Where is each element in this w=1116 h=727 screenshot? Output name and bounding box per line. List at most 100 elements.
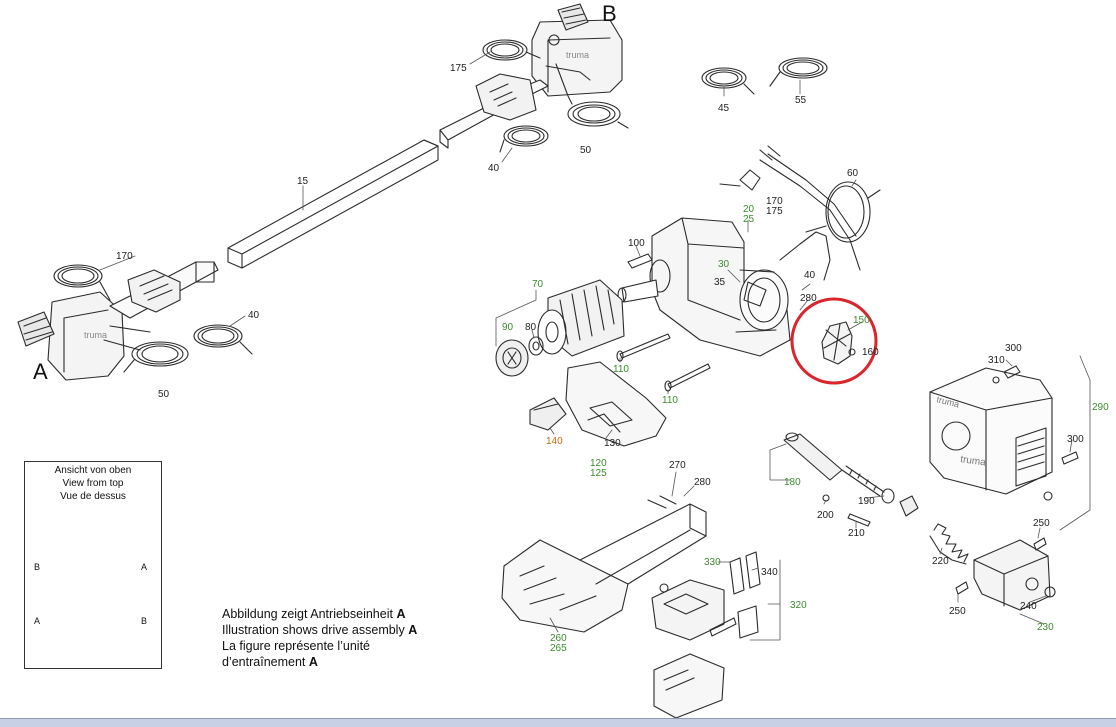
inset-label-a-left: A xyxy=(34,616,41,626)
spring-60 xyxy=(805,181,881,243)
inset-label-b-right: B xyxy=(141,616,148,626)
label-drive-a: A xyxy=(33,359,48,384)
gear-150 xyxy=(821,321,856,365)
nut-195 xyxy=(899,495,919,517)
part-110-b: 110 xyxy=(662,395,678,406)
caption-fr-2: d’entraînement A xyxy=(222,655,318,669)
part-270: 270 xyxy=(669,460,686,471)
part-240: 240 xyxy=(1020,601,1037,612)
inset-label-a-right: A xyxy=(141,562,148,572)
screws-300-310 xyxy=(992,365,1079,501)
cable-coil-55 xyxy=(769,57,828,87)
part-90: 90 xyxy=(502,322,514,333)
part-250-bottom: 250 xyxy=(949,606,966,617)
leader-lines xyxy=(99,51,1091,641)
part-230: 230 xyxy=(1037,622,1054,633)
part-180: 180 xyxy=(784,477,801,488)
wire-harness-170-175 xyxy=(719,145,861,281)
part-70: 70 xyxy=(532,279,544,290)
highlight-circle xyxy=(790,297,878,385)
spring-220 xyxy=(929,523,969,565)
inset-top-view: Ansicht von oben View from top Vue de de… xyxy=(24,461,162,669)
roller-70 xyxy=(537,279,625,357)
svg-text:truma: truma xyxy=(960,454,987,469)
bracket-lower xyxy=(653,653,725,719)
pin-200 xyxy=(822,494,830,502)
part-45: 45 xyxy=(718,103,730,114)
part-210: 210 xyxy=(848,528,865,539)
part-25: 25 xyxy=(743,214,755,225)
part-160: 160 xyxy=(862,347,879,358)
window-bottom-edge xyxy=(0,718,1116,727)
cable-coil-40-left xyxy=(193,324,253,355)
clip-100 xyxy=(627,253,653,269)
part-80: 80 xyxy=(525,322,537,333)
part-310: 310 xyxy=(988,355,1005,366)
motor-30 xyxy=(735,269,789,333)
washer-80 xyxy=(528,336,544,356)
inset-title-en: View from top xyxy=(62,478,124,489)
part-150: 150 xyxy=(853,315,870,326)
cover-cap-90 xyxy=(495,339,529,377)
part-100: 100 xyxy=(628,238,645,249)
part-220: 220 xyxy=(932,556,949,567)
part-170-left: 170 xyxy=(116,251,133,262)
part-110-a: 110 xyxy=(613,364,629,375)
clamp-320 xyxy=(651,551,761,641)
part-60: 60 xyxy=(847,168,859,179)
caption-de: Abbildung zeigt Antriebseinheit A xyxy=(222,607,406,621)
part-50-left: 50 xyxy=(158,389,170,400)
screws-250-240 xyxy=(955,537,1056,598)
part-40-top: 40 xyxy=(488,163,500,174)
part-300-right: 300 xyxy=(1067,434,1084,445)
inset-label-b-left: B xyxy=(34,562,41,572)
bracket-120 xyxy=(565,361,667,447)
part-40-right: 40 xyxy=(804,270,816,281)
part-200: 200 xyxy=(817,510,834,521)
part-40-left: 40 xyxy=(248,310,260,321)
part-50-top: 50 xyxy=(580,145,592,156)
spindle-180 xyxy=(783,432,885,497)
pin-210 xyxy=(847,513,871,527)
part-30: 30 xyxy=(718,259,730,270)
brand-logo-a: truma xyxy=(84,330,107,340)
drive-unit-b: truma xyxy=(439,3,623,149)
inset-title-de: Ansicht von oben xyxy=(54,465,132,476)
cross-tube-15 xyxy=(227,139,439,269)
bolts-110 xyxy=(616,333,711,392)
drive-unit-a: truma xyxy=(17,261,219,381)
end-cap-230 xyxy=(973,539,1051,611)
cable-coil-45 xyxy=(701,67,755,95)
cable-coil-40-top xyxy=(499,125,549,153)
part-175: 175 xyxy=(450,63,467,74)
part-120: 120 xyxy=(590,458,607,469)
mounting-bracket-260 xyxy=(501,495,707,633)
part-15: 15 xyxy=(297,176,309,187)
part-190: 190 xyxy=(858,496,875,507)
part-280-lower: 280 xyxy=(694,477,711,488)
inset-title-fr: Vue de dessus xyxy=(60,491,126,502)
cable-coil-50-top xyxy=(567,101,629,129)
clip-140 xyxy=(529,397,567,431)
part-170-right: 170 xyxy=(766,196,783,207)
label-drive-b: B xyxy=(602,1,617,26)
part-20: 20 xyxy=(743,204,755,215)
part-300-top: 300 xyxy=(1005,343,1022,354)
part-130: 130 xyxy=(604,438,621,449)
part-330: 330 xyxy=(704,557,721,568)
caption-en: Illustration shows drive assembly A xyxy=(222,623,418,637)
figure-caption: Abbildung zeigt Antriebseinheit A Illust… xyxy=(222,606,417,670)
part-125: 125 xyxy=(590,468,607,479)
cable-coil-50-left xyxy=(123,341,189,373)
brand-logo-b: truma xyxy=(566,50,589,60)
part-340: 340 xyxy=(761,567,778,578)
part-260: 260 xyxy=(550,633,567,644)
part-35: 35 xyxy=(714,277,726,288)
part-250-top: 250 xyxy=(1033,518,1050,529)
part-140: 140 xyxy=(546,436,563,447)
caption-fr-1: La figure représente l’unité xyxy=(222,639,371,653)
cable-coil-175 xyxy=(482,39,541,61)
cable-coil-170-left xyxy=(53,264,111,301)
part-175-right: 175 xyxy=(766,206,783,217)
